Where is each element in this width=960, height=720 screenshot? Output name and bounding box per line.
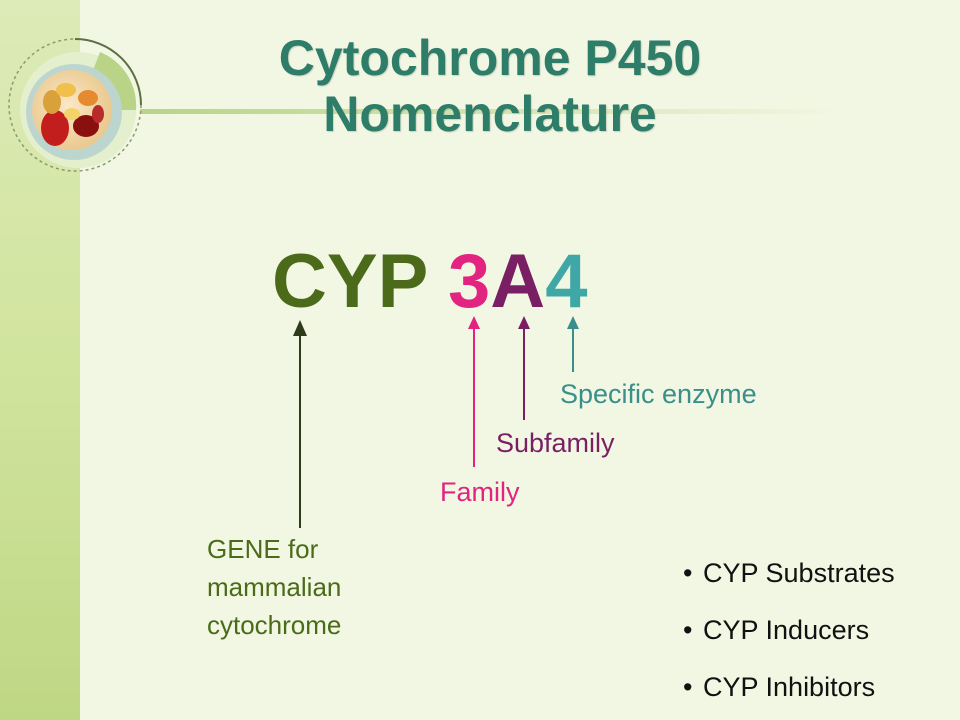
- gene-arrow: [293, 320, 307, 528]
- pills-logo-icon: [8, 38, 142, 172]
- bullet-list: • CYP Substrates • CYP Inducers • CYP Inhib…: [683, 545, 895, 716]
- label-subfamily: Subfamily: [496, 428, 615, 458]
- label-specific-enzyme: Specific enzyme: [560, 379, 757, 409]
- label-family: Family: [440, 477, 520, 507]
- subfamily-arrow: [518, 316, 530, 420]
- code-enzyme: 4: [545, 239, 588, 324]
- title-line-2: Nomenclature: [323, 86, 657, 142]
- enzyme-arrow: [567, 316, 579, 372]
- bullet-text: CYP Substrates: [703, 558, 895, 588]
- bullet-item: • CYP Substrates: [683, 545, 895, 602]
- bullet-item: • CYP Inhibitors: [683, 659, 895, 716]
- label-gene: GENE for mammalian cytochrome: [207, 530, 407, 644]
- bullet-text: CYP Inhibitors: [703, 672, 876, 702]
- code-prefix: CYP: [272, 239, 449, 324]
- title-line-1: Cytochrome P450: [278, 30, 702, 86]
- bullet-dot: •: [683, 615, 693, 645]
- title-underline: [140, 109, 840, 114]
- bullet-dot: •: [683, 672, 693, 702]
- bullet-dot: •: [683, 558, 693, 588]
- bullet-item: • CYP Inducers: [683, 602, 895, 659]
- code-subfamily: A: [490, 239, 546, 324]
- cyp-code: CYP 3A4: [272, 237, 587, 327]
- code-family: 3: [448, 239, 491, 324]
- gene-line-3: cytochrome: [207, 610, 342, 640]
- slide-title: Cytochrome P450 Nomenclature: [180, 30, 800, 142]
- gene-line-1: GENE for: [207, 534, 319, 564]
- gene-line-2: mammalian: [207, 572, 342, 602]
- bullet-text: CYP Inducers: [703, 615, 870, 645]
- family-arrow: [468, 316, 480, 467]
